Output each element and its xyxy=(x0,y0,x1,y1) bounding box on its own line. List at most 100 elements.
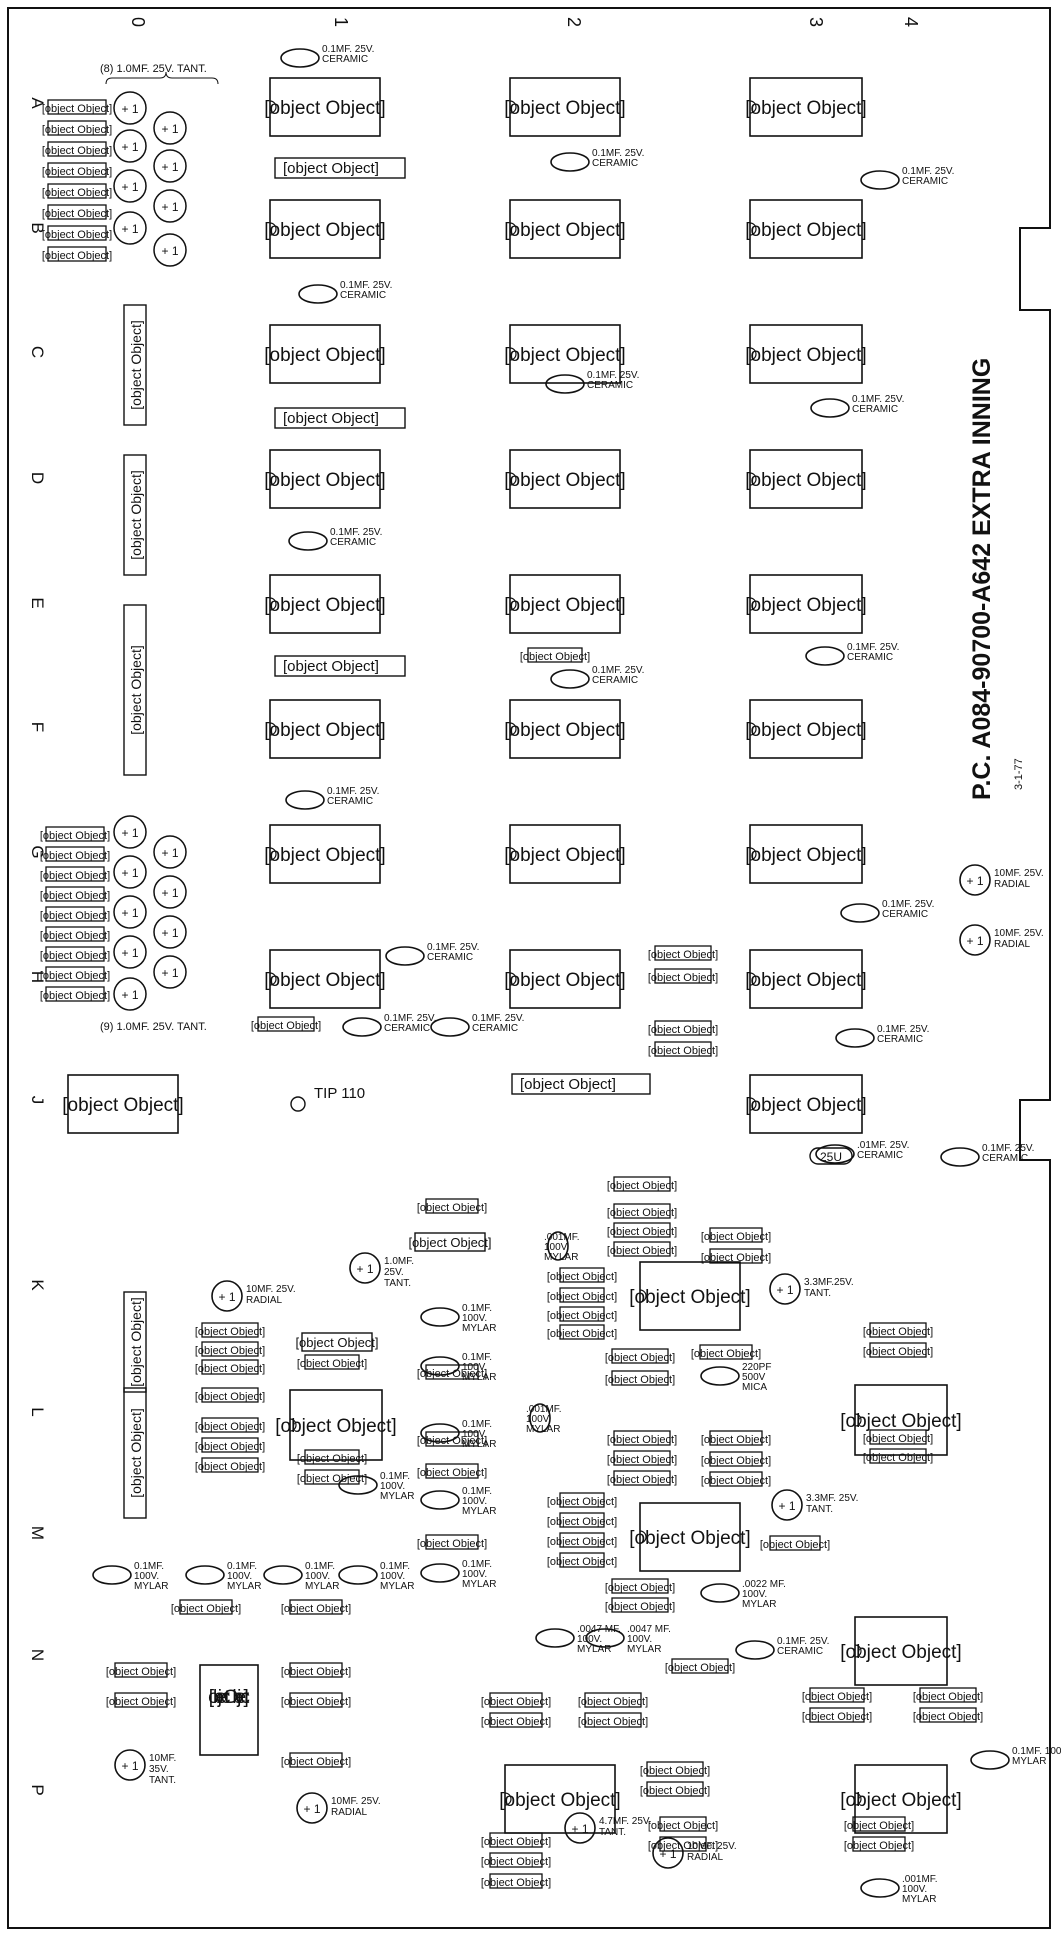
resistor-label: [object Object] xyxy=(195,1363,265,1375)
tantalum-capacitor xyxy=(153,149,187,183)
electrolytic-capacitor xyxy=(114,1749,146,1781)
big-cap-label: 25V. xyxy=(384,1267,404,1278)
cap-25u-label: 25U xyxy=(820,1150,842,1164)
resistor-label: [object Object] xyxy=(481,1696,551,1708)
capacitor xyxy=(805,646,845,666)
resistor xyxy=(47,120,107,136)
capacitor-label: MYLAR xyxy=(305,1581,339,1592)
ic-notch xyxy=(269,722,277,736)
resistor-label: [object Object] xyxy=(481,1877,551,1889)
capacitor-label: MYLAR xyxy=(462,1506,496,1517)
capacitor-label: 100V. xyxy=(526,1414,551,1425)
ic-label: [object Object] xyxy=(264,220,385,241)
big-cap-label: RADIAL xyxy=(994,939,1031,950)
capacitor xyxy=(420,1563,460,1583)
tantalum-capacitor xyxy=(153,189,187,223)
capacitor-label: CERAMIC xyxy=(877,1034,923,1045)
ic-label: [object Object] xyxy=(504,345,625,366)
big-cap-label: 3.3MF.25V. xyxy=(804,1277,854,1288)
resistor-label: [object Object] xyxy=(648,1045,718,1057)
resistor-label: [object Object] xyxy=(863,1326,933,1338)
resistor-label: [object Object] xyxy=(913,1711,983,1723)
tantalum-capacitor xyxy=(153,955,187,989)
capacitor-label: CERAMIC xyxy=(587,380,633,391)
row-label: M xyxy=(28,1526,47,1540)
ic-label: [object Object] xyxy=(745,98,866,119)
resistor-label: [object Object] xyxy=(640,1765,710,1777)
resistor-label: [object Object] xyxy=(42,145,112,157)
tant-group-label: (8) 1.0MF. 25V. TANT. xyxy=(100,63,207,75)
capacitor xyxy=(700,1366,740,1386)
capacitor-label: MICA xyxy=(742,1382,767,1393)
capacitor-label: MYLAR xyxy=(462,1579,496,1590)
resistor-label: [object Object] xyxy=(195,1441,265,1453)
ic-label: [object Object] xyxy=(745,220,866,241)
capacitor-label: 0.1MF. 25V. xyxy=(330,527,382,538)
ic-label: [object Object] xyxy=(840,1642,961,1663)
capacitor xyxy=(342,1017,382,1037)
capacitor-label: MYLAR xyxy=(134,1581,168,1592)
capacitor xyxy=(585,1628,625,1648)
ic-label: [object Object] xyxy=(745,970,866,991)
polarity-mark: + 1 xyxy=(161,244,178,258)
ic-chip xyxy=(749,324,863,384)
capacitor-label: .0047 MF. xyxy=(627,1624,671,1635)
ic-label: [object Object] xyxy=(745,720,866,741)
ic-chip xyxy=(269,574,381,634)
capacitor xyxy=(338,1475,378,1495)
resistor-label: [object Object] xyxy=(802,1711,872,1723)
resistor-label: [object Object] xyxy=(42,250,112,262)
ic-chip xyxy=(749,574,863,634)
ic-notch xyxy=(639,1289,647,1303)
capacitor-label: 100V. xyxy=(627,1634,652,1645)
resistor-label: [object Object] xyxy=(863,1433,933,1445)
transistor-tab xyxy=(290,1096,306,1112)
capacitor-label: CERAMIC xyxy=(472,1023,518,1034)
tantalum-capacitor xyxy=(153,835,187,869)
ic-chip xyxy=(749,949,863,1009)
resistor-label: [object Object] xyxy=(281,1603,351,1615)
ic-label: [object Object] xyxy=(504,970,625,991)
capacitor-label: MYLAR xyxy=(902,1894,936,1905)
ic-notch xyxy=(639,1530,647,1544)
resistor-label: [object Object] xyxy=(281,1696,351,1708)
ic-notch xyxy=(509,100,517,114)
tantalum-capacitor xyxy=(113,895,147,929)
ic-chip xyxy=(289,1389,383,1461)
resistor xyxy=(611,1578,669,1594)
molex-label: [object Object] xyxy=(128,645,144,735)
ic-label: [object Object] xyxy=(264,345,385,366)
capacitor-label: CERAMIC xyxy=(847,652,893,663)
resistor xyxy=(289,1692,343,1708)
resistor xyxy=(47,162,107,178)
polarity-mark: + 1 xyxy=(121,988,138,1002)
resistor-label: [object Object] xyxy=(844,1820,914,1832)
ic-label: [object Object] xyxy=(629,1287,750,1308)
capacitor xyxy=(430,1017,470,1037)
polarity-mark: + 1 xyxy=(161,160,178,174)
ic-chip xyxy=(269,199,381,259)
resistor-label: [object Object] xyxy=(701,1455,771,1467)
resistor xyxy=(559,1267,605,1283)
row-label: L xyxy=(28,1407,47,1416)
capacitor-label: 0.1MF. xyxy=(134,1561,164,1572)
resistor xyxy=(659,1816,707,1832)
capacitor-label: CERAMIC xyxy=(592,158,638,169)
capacitor xyxy=(810,398,850,418)
big-cap-label: 10MF. 25V. xyxy=(246,1284,296,1295)
capacitor-label: .001MF. xyxy=(544,1232,580,1243)
resistor-label: [object Object] xyxy=(42,187,112,199)
ic-chip xyxy=(749,449,863,509)
capacitor-label: 0.1MF. xyxy=(462,1486,492,1497)
ic-label: [object Object] xyxy=(745,595,866,616)
tantalum-capacitor xyxy=(113,91,147,125)
capacitor xyxy=(970,1750,1010,1770)
capacitor-label: 100V. xyxy=(462,1429,487,1440)
sip-resistor xyxy=(274,655,406,677)
row-label: J xyxy=(28,1096,47,1105)
row-label: N xyxy=(28,1649,47,1661)
resistor xyxy=(289,1752,343,1768)
ic-label: [object Object] xyxy=(745,345,866,366)
capacitor-label: CERAMIC xyxy=(592,675,638,686)
capacitor-label: 0.1MF. xyxy=(462,1559,492,1570)
